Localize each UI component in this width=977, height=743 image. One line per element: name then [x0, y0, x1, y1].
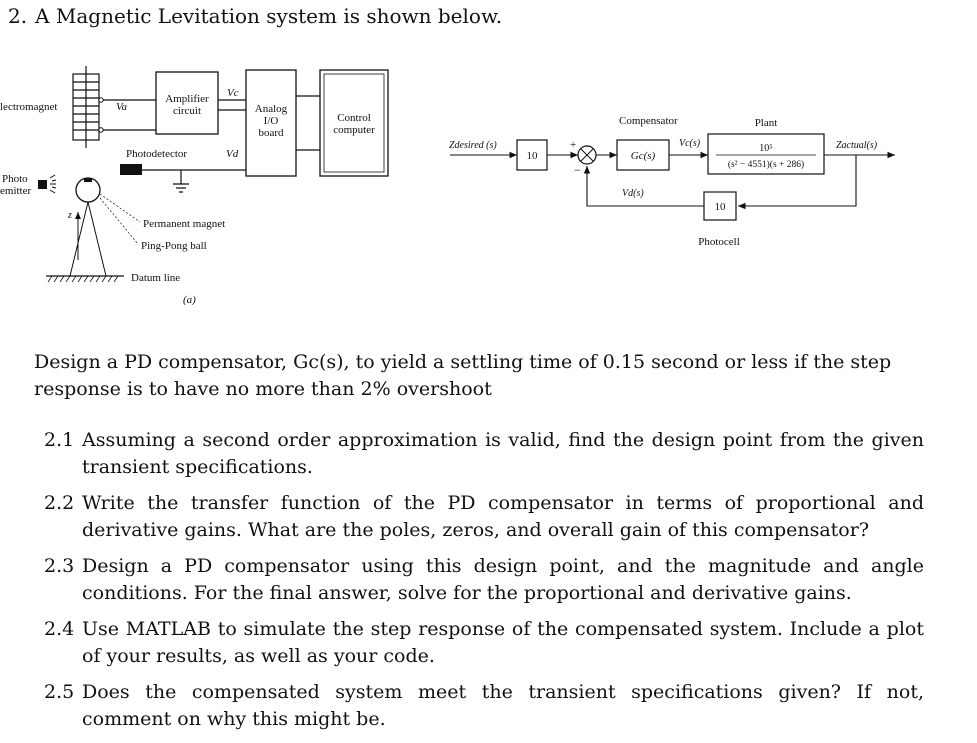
electromagnet-label: lectromagnet [0, 101, 57, 113]
subquestion-text: Write the transfer function of the PD co… [82, 492, 924, 541]
photodetector-label: Photodetector [126, 148, 187, 160]
gc-label: Gc(s) [631, 150, 656, 162]
subquestion-text: Design a PD compensator using this desig… [82, 555, 924, 604]
vd-label: Vd [226, 148, 239, 160]
va-label: Va [116, 101, 128, 113]
subquestion-item: 2.4 Use MATLAB to simulate the step respo… [44, 616, 924, 670]
problem-intro: Design a PD compensator, Gc(s), to yield… [34, 351, 892, 400]
minus-sign: − [574, 163, 581, 177]
block-diagram: Zdesired (s) 10 + − Compensator Gc(s) Vc… [449, 115, 895, 248]
emitter-element [38, 180, 47, 189]
z-actual-label: Zactual(s) [836, 140, 878, 151]
feedback-gain-value: 10 [715, 201, 727, 213]
amplifier-line1: Amplifier [165, 93, 209, 105]
subquestion-text: Use MATLAB to simulate the step response… [82, 618, 924, 667]
subquestion-number: 2.4 [44, 618, 75, 640]
subquestion-text: Assuming a second order approximation is… [82, 429, 924, 478]
vd-s-label: Vd(s) [622, 188, 644, 199]
photo-emitter-line2: emitter [0, 185, 31, 197]
permanent-magnet-label: Permanent magnet [143, 218, 225, 230]
subquestion-number: 2.5 [44, 681, 75, 703]
control-computer-box [319, 69, 389, 177]
z-label: z [67, 210, 72, 221]
problem-title: A Magnetic Levitation system is shown be… [35, 4, 503, 28]
subquestion-item: 2.3 Design a PD compensator using this de… [44, 553, 924, 607]
subquestion-list: 2.1 Assuming a second order approximation… [44, 427, 924, 742]
analog-line3: board [258, 127, 284, 139]
analog-line1: Analog [255, 103, 288, 115]
amplifier-box [155, 71, 219, 135]
subquestion-number: 2.2 [44, 492, 75, 514]
subquestion-text: Does the compensated system meet the tra… [82, 681, 924, 730]
z-desired-label: Zdesired (s) [449, 140, 497, 151]
maglev-schematic: lectromagnet Va Amplifier circuit Vc Ana… [0, 66, 389, 306]
datum-label: Datum line [131, 272, 180, 284]
input-gain-block [516, 139, 548, 171]
amplifier-line2: circuit [173, 105, 201, 117]
photodetector-element [120, 164, 142, 175]
subquestion-item: 2.1 Assuming a second order approximation… [44, 427, 924, 481]
figures: lectromagnet Va Amplifier circuit Vc Ana… [0, 66, 895, 306]
analog-io-box [245, 69, 297, 177]
subquestion-item: 2.2 Write the transfer function of the PD… [44, 490, 924, 544]
compensator-label: Compensator [619, 115, 678, 127]
problem-number: 2. [8, 4, 28, 28]
subquestion-item: 2.5 Does the compensated system meet the … [44, 679, 924, 733]
ping-pong-label: Ping-Pong ball [141, 240, 207, 252]
vc-label: Vc [227, 87, 239, 99]
subquestion-number: 2.1 [44, 429, 75, 451]
analog-line2: I/O [264, 115, 279, 127]
subquestion-number: 2.3 [44, 555, 75, 577]
input-gain-value: 10 [527, 150, 539, 162]
plant-numerator: 10⁵ [759, 143, 773, 154]
feedback-gain-block [703, 191, 737, 221]
photocell-label: Photocell [698, 236, 740, 248]
photo-emitter-line1: Photo [2, 173, 28, 185]
plant-label: Plant [755, 117, 778, 129]
control-line1: Control [337, 112, 371, 124]
plant-block [707, 133, 825, 175]
plant-denominator: (s² − 4551)(s + 286) [728, 159, 804, 170]
problem-heading: 2. A Magnetic Levitation system is shown … [8, 4, 502, 28]
compensator-block [616, 139, 670, 171]
electromagnet-coil [72, 66, 100, 148]
control-line2: computer [333, 124, 375, 136]
vc-s-label: Vc(s) [679, 138, 701, 149]
figure-a-caption: (a) [183, 294, 196, 306]
plus-sign: + [570, 139, 576, 151]
